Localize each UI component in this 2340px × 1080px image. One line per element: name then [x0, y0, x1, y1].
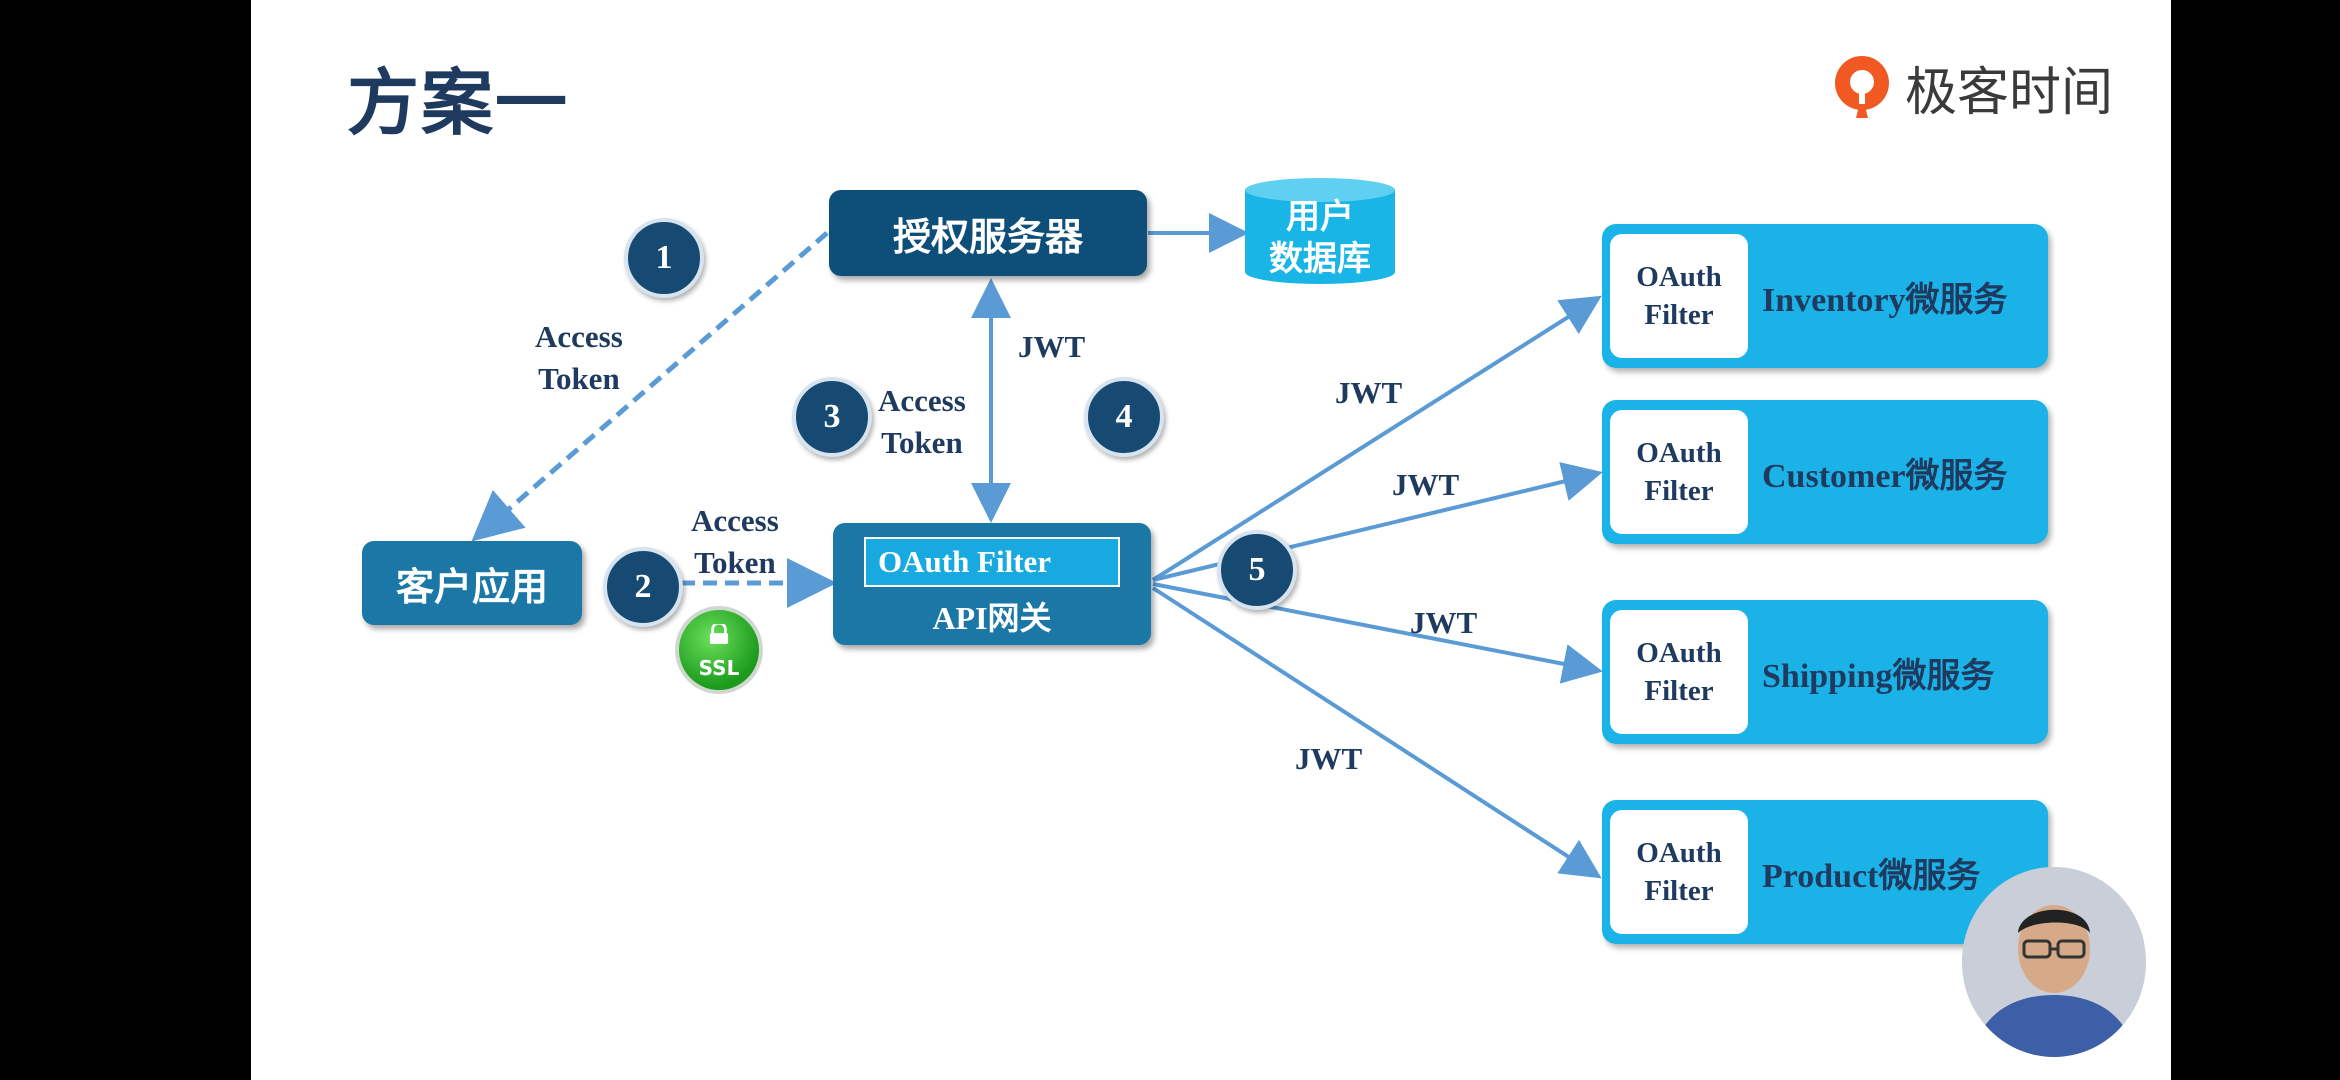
service-name: Product微服务 [1762, 857, 1981, 895]
db-label-line2: 数据库 [1269, 239, 1371, 279]
logo-icon [1835, 56, 1889, 118]
user-database: 用户 数据库 [1245, 178, 1395, 288]
service-name: Inventory微服务 [1762, 281, 2008, 319]
access-token-label-3: Access Token [878, 383, 966, 460]
jwt-label-auth: JWT [1018, 329, 1086, 364]
jwt-label-product: JWT [1295, 741, 1363, 776]
slide-title: 方案一 [347, 61, 570, 145]
db-label-line1: 用户 [1286, 197, 1354, 237]
api-gateway-box: OAuth Filter API网关 [833, 523, 1151, 645]
gateway-oauth-filter: OAuth Filter [864, 537, 1120, 587]
step-4-circle: 4 [1084, 377, 1164, 457]
service-name: Customer微服务 [1762, 457, 2008, 495]
step-2-circle: 2 [603, 547, 683, 627]
access-token-label-1: Access Token [535, 319, 623, 396]
service-name: Shipping微服务 [1762, 657, 1995, 695]
jwt-label-shipping: JWT [1410, 605, 1478, 640]
jwt-label-customer: JWT [1392, 467, 1460, 502]
logo-text: 极客时间 [1905, 62, 2114, 123]
gateway-label: API网关 [932, 600, 1052, 636]
auth-server-box: 授权服务器 [829, 190, 1147, 276]
arrow-to-inventory [1151, 295, 1602, 582]
step-1-circle: 1 [624, 218, 704, 298]
logo: 极客时间 [1831, 52, 2114, 123]
client-app-box: 客户应用 [362, 541, 582, 625]
slide: 方案一 极客时间 授权服务器 [251, 0, 2171, 1080]
lock-icon [709, 624, 729, 644]
arrow-token-to-client [471, 231, 829, 542]
step-5-circle: 5 [1217, 530, 1297, 610]
ssl-label: SSL [698, 656, 740, 680]
arrow-to-shipping [1152, 582, 1603, 684]
jwt-label-inventory: JWT [1335, 375, 1403, 410]
access-token-label-2: Access Token [691, 503, 779, 580]
arrow-to-product [1151, 586, 1602, 879]
connector-lines [471, 213, 1603, 879]
ssl-badge: SSL [675, 606, 763, 694]
step-3-circle: 3 [792, 377, 872, 457]
presenter-video [1962, 867, 2146, 1057]
presenter-avatar-icon [1962, 867, 2146, 1057]
